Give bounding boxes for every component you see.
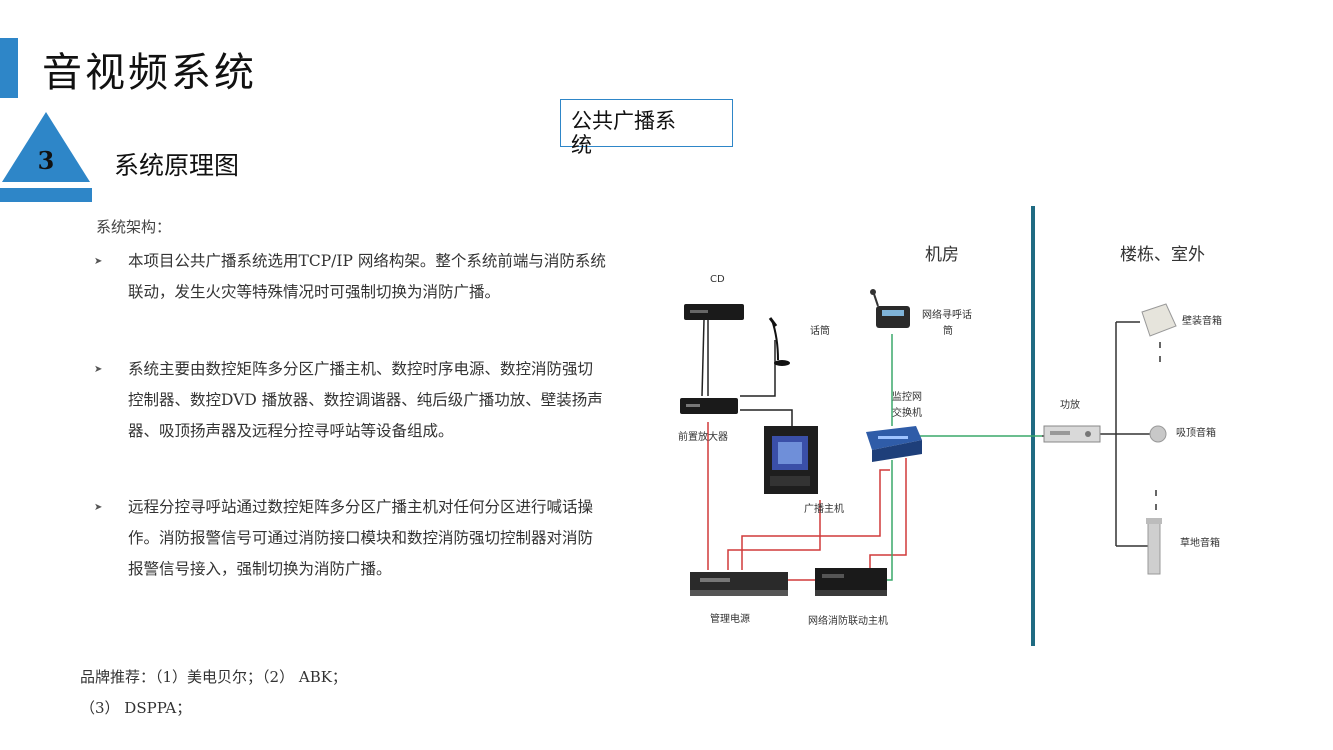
audio-cables [701,319,793,426]
fire-linkage-host-icon [815,568,887,596]
power-amplifier-icon [1043,425,1101,443]
switch-label-line1: 监控网 [892,390,922,403]
bullet-text: 本项目公共广播系统选用TCP/IP 网络构架。整个系统前端与消防系统联动，发生火… [128,252,606,301]
page-title: 音视频系统 [42,50,257,96]
title-accent-bar [0,38,18,98]
mic-label: 话筒 [810,324,830,337]
system-name-line2: 统 [571,133,592,157]
arrowhead-icon: ➤ [94,502,103,513]
triangle-badge-icon: 3 [0,112,92,202]
brand-recommendation-line2: （3） DSPPA； [80,699,192,717]
amp-label: 功放 [1060,398,1080,411]
zone-room-label: 机房 [925,245,959,265]
wall-speaker-icon [1141,303,1177,337]
section-title: 系统原理图 [114,151,240,180]
system-name-line1: 公共广播系 [571,109,676,133]
arrowhead-icon: ➤ [94,364,103,375]
preamp-label: 前置放大器 [678,430,728,443]
ceiling-speaker-label: 吸顶音箱 [1176,426,1216,439]
microphone-icon [768,317,790,366]
fire-host-label: 网络消防联动主机 [808,614,888,627]
lawn-speaker-label: 草地音箱 [1180,536,1220,549]
section-number: 3 [38,146,55,175]
paging-label-line1: 网络寻呼话 [922,308,972,321]
network-cables [886,334,1042,581]
broadcast-host-icon [764,426,818,494]
lawn-speaker-icon [1146,518,1162,575]
bullet-text: 远程分控寻呼站通过数控矩阵多分区广播主机对任何分区进行喊话操作。消防报警信号可通… [128,498,594,578]
zone-outdoor-label: 楼栋、室外 [1120,245,1205,265]
cd-label: CD [710,274,725,285]
paging-station-icon [870,289,910,328]
paging-label-line2: 筒 [943,324,953,337]
arrowhead-icon: ➤ [94,256,103,267]
host-label: 广播主机 [804,502,844,515]
section-number-badge: 3 [0,112,92,204]
power-label: 管理电源 [710,612,750,625]
bullet-text: 系统主要由数控矩阵多分区广播主机、数控时序电源、数控消防强切控制器、数控DVD … [128,360,603,440]
wall-speaker-label: 壁装音箱 [1182,314,1222,327]
bullet-item: ➤ 系统主要由数控矩阵多分区广播主机、数控时序电源、数控消防强切控制器、数控DV… [94,354,614,447]
power-cables [707,422,907,581]
ceiling-speaker-icon [1149,425,1167,443]
brand-recommendation-line1: 品牌推荐：（1）美电贝尔；（2） ABK； [80,668,347,686]
preamplifier-icon [680,398,738,414]
bullet-item: ➤ 远程分控寻呼站通过数控矩阵多分区广播主机对任何分区进行喊话操作。消防报警信号… [94,492,614,585]
bullet-item: ➤ 本项目公共广播系统选用TCP/IP 网络构架。整个系统前端与消防系统联动，发… [94,246,614,308]
architecture-heading: 系统架构： [96,218,172,236]
broadcast-system-diagram: 机房 楼栋、室外 [660,200,1280,660]
switch-label-line2: 交换机 [892,406,922,419]
system-name-box: 公共广播系 统 [560,99,733,157]
cd-player-icon [684,304,744,320]
network-switch-icon [866,426,922,462]
power-manager-icon [690,572,788,596]
